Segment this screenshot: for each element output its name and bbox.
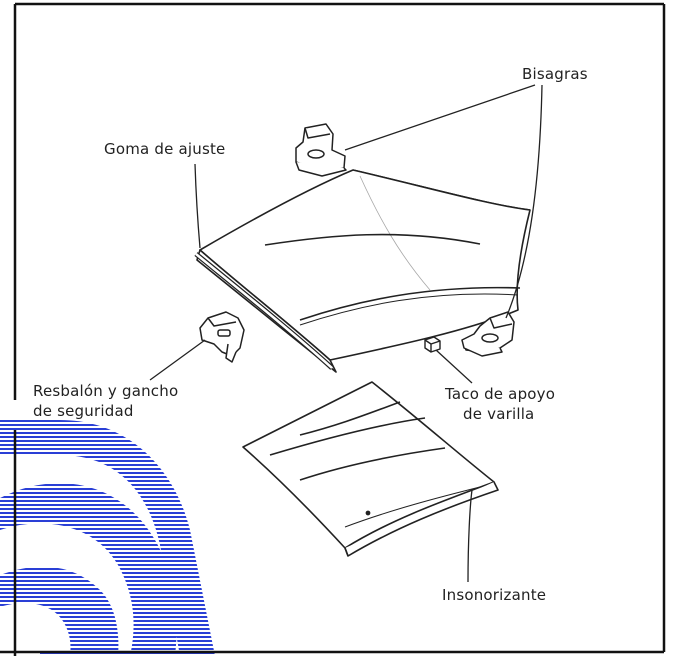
leader-lines xyxy=(149,84,543,583)
leader-bisagras-right xyxy=(505,84,543,319)
leader-taco xyxy=(435,349,473,384)
leader-goma xyxy=(194,163,201,249)
label-resbalon-line1: Resbalón y gancho xyxy=(33,382,179,400)
label-resbalon-line2: de seguridad xyxy=(33,402,134,420)
insulation-pad xyxy=(242,381,499,557)
watermark-logo xyxy=(0,420,215,656)
label-bisagras: Bisagras xyxy=(522,65,588,83)
latch-icon xyxy=(199,311,245,363)
label-insonorizante: Insonorizante xyxy=(442,586,547,604)
label-taco-line1: Taco de apoyo xyxy=(445,385,556,403)
hinge-icon xyxy=(461,311,515,357)
leader-bisagras-left xyxy=(344,84,536,151)
rod-rest-icon xyxy=(424,336,441,353)
leader-insonorizante xyxy=(467,489,473,583)
label-goma-de-ajuste: Goma de ajuste xyxy=(104,140,226,158)
label-resbalon-gancho: Resbalón y gancho de seguridad xyxy=(33,381,178,421)
hinge-icon xyxy=(295,123,347,177)
label-taco-apoyo: Taco de apoyo de varilla xyxy=(445,384,555,424)
label-taco-line2: de varilla xyxy=(463,405,535,423)
rubber-seal-strip xyxy=(194,252,334,370)
leader-resbalon xyxy=(149,339,206,381)
